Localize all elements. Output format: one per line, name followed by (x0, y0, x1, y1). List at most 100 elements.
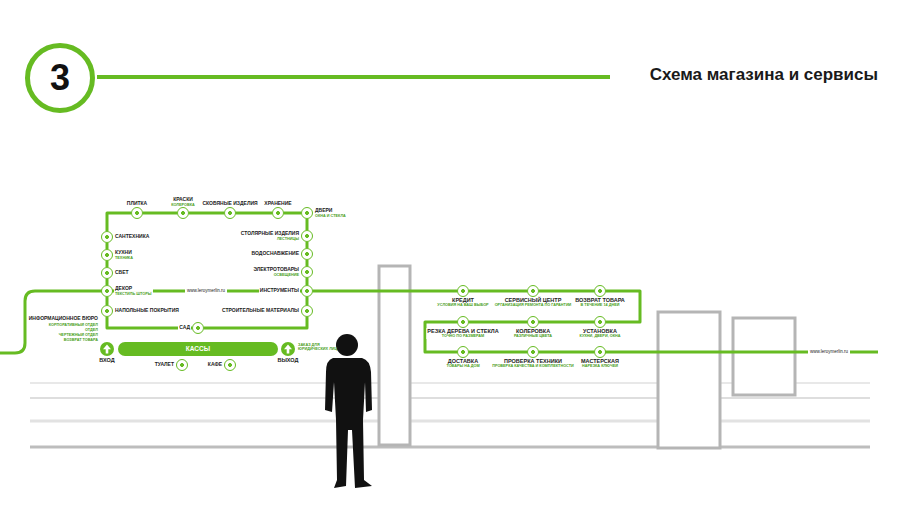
station-circle: УСТАНОВКАКУХНИ, ДВЕРИ, ОКНА (594, 316, 606, 328)
station-circle: КРЕДИТУСЛОВИЯ НА ВАШ ВЫБОР (457, 285, 469, 297)
route-connector (204, 317, 307, 328)
station-name: САД (178, 325, 191, 331)
station-name: ВОДОСНАБЖЕНИЕ (251, 251, 300, 257)
station-subtitle: ОКНА И СТЕКЛА (314, 214, 347, 218)
station-name: ВЫХОД (276, 357, 299, 363)
label-group: ДВЕРИОКНА И СТЕКЛА (314, 208, 347, 218)
route-connector (539, 290, 594, 293)
label-group: ИНСТРУМЕНТЫ (259, 288, 300, 294)
station-name: КАССЫ (186, 345, 210, 352)
route-connector (469, 321, 527, 324)
station-circle: ДОСТАВКАТОВАРЫ НА ДОМ (457, 346, 469, 358)
route-connector (469, 290, 527, 293)
station-subtitle: ОРГАНИЗАЦИЯ РЕМОНТА ПО ГАРАНТИИ (494, 303, 573, 307)
label-group: САНТЕХНИКА (114, 234, 150, 240)
station-name: СТРОИТЕЛЬНЫЕ МАТЕРИАЛЫ (221, 308, 300, 314)
station-circle: САД (192, 322, 204, 334)
label-group: УСТАНОВКАКУХНИ, ДВЕРИ, ОКНА (579, 328, 622, 339)
station-subtitle: ОСВЕЩЕНИЕ (252, 273, 300, 277)
station-circle: ЭЛЕКТРОТОВАРЫОСВЕЩЕНИЕ (301, 266, 313, 278)
text-label: ИНФОРМАЦИОННОЕ БЮРО (29, 316, 98, 322)
label-group: КРАСКИКОЛЕРОВКА (170, 197, 196, 207)
station-circle: НАПОЛЬНЫЕ ПОКРЫТИЯ (101, 305, 113, 317)
route-connector (284, 212, 301, 215)
station-name: ВХОД (98, 357, 115, 363)
station-circle: КАФЕ (224, 359, 236, 371)
label-group: СКОБЯНЫЕ ИЗДЕЛИЯ (201, 201, 258, 207)
label-group: КАССЫ (118, 342, 278, 356)
station-circle: КУХНИТЕХНИКА (101, 249, 113, 261)
station-circle: СЕРВИСНЫЙ ЦЕНТРОРГАНИЗАЦИЯ РЕМОНТА ПО ГА… (527, 285, 539, 297)
station-circle: СВЕТ (101, 267, 113, 279)
text-label: ЗАКАЗ ДЛЯ ЮРИДИЧЕСКИХ ЛИЦ (298, 343, 350, 352)
label-group: ДЕКОРТЕКСТИЛЬ ШТОРЫ (114, 286, 153, 296)
route-connector (236, 212, 272, 215)
station-circle: СКОБЯНЫЕ ИЗДЕЛИЯ (224, 207, 236, 219)
station-subtitle: ЛЕСТНИЦЫ (240, 237, 300, 241)
station-name: ХРАНЕНИЕ (263, 201, 292, 207)
arrow-icon (103, 345, 111, 354)
text-label: www.leroymerlin.ru (185, 288, 227, 293)
person-silhouette (325, 334, 372, 488)
floor-line (30, 397, 870, 399)
station-circle: РЕЗКА ДЕРЕВА И СТЕКЛАТОЧНО ПО РАЗМЕРАМ (457, 316, 469, 328)
label-group: САД (178, 325, 191, 331)
label-group: КУХНИТЕХНИКА (114, 250, 134, 260)
station-circle: СТОЛЯРНЫЕ ИЗДЕЛИЯЛЕСТНИЦЫ (301, 230, 313, 242)
wall-frame (379, 266, 410, 445)
station-subtitle: КУХНИ, ДВЕРИ, ОКНА (579, 334, 622, 338)
station-name: СКОБЯНЫЕ ИЗДЕЛИЯ (201, 201, 258, 207)
label-group: КОЛЕРОВКАРАЗЛИЧНЫЕ ЦВЕТА (513, 328, 553, 339)
label-group: РЕЗКА ДЕРЕВА И СТЕКЛАТОЧНО ПО РАЗМЕРАМ (426, 328, 499, 339)
route-connector (306, 219, 309, 230)
label-group: КАФЕ (207, 362, 223, 368)
route-connector (189, 212, 224, 215)
label-group: НАПОЛЬНЫЕ ПОКРЫТИЯ (114, 308, 180, 314)
floor-line (30, 446, 870, 449)
label-group: ПЛИТКА (126, 201, 148, 207)
route-connector (107, 213, 131, 231)
gate-circle: ВЫХОД (281, 342, 295, 356)
wall-frame (658, 312, 720, 448)
route-connector (143, 212, 177, 215)
route-connector (539, 321, 594, 324)
route-connector (106, 297, 109, 305)
label-group: ВХОД (98, 357, 115, 363)
label-group: СЕРВИСНЫЙ ЦЕНТРОРГАНИЗАЦИЯ РЕМОНТА ПО ГА… (494, 297, 573, 308)
text-label: ЧЕРТЕЖНЫЙ ОТДЕЛ (59, 333, 98, 337)
station-circle: ДВЕРИОКНА И СТЕКЛА (301, 207, 313, 219)
text-label: www.leroymerlin.ru (808, 349, 850, 354)
station-circle: МАСТЕРСКАЯНАРЕЗКА КЛЮЧЕЙ (594, 346, 606, 358)
route-connector (306, 297, 309, 305)
station-name: КАФЕ (207, 362, 223, 368)
label-group: ЭЛЕКТРОТОВАРЫОСВЕЩЕНИЕ (252, 267, 300, 277)
label-group: ПРОВЕРКА ТЕХНИКИПРОВЕРКА КАЧЕСТВА И КОМП… (491, 358, 575, 369)
station-circle: СТРОИТЕЛЬНЫЕ МАТЕРИАЛЫ (301, 305, 313, 317)
label-group: ХРАНЕНИЕ (263, 201, 292, 207)
station-subtitle: ТОВАРЫ НА ДОМ (445, 364, 480, 368)
label-group: ТУАЛЕТ (154, 362, 175, 368)
checkout-bar: КАССЫ (118, 342, 278, 356)
text-label: ВОЗВРАТ ТОВАРА (64, 338, 98, 342)
station-circle: ПЛИТКА (131, 207, 143, 219)
header-line (97, 75, 610, 79)
floor-line (30, 420, 870, 423)
route-connector (306, 278, 309, 285)
arrow-icon (284, 345, 292, 354)
station-circle: ТУАЛЕТ (176, 359, 188, 371)
station-name: ИНСТРУМЕНТЫ (259, 288, 300, 294)
label-group: СТРОИТЕЛЬНЫЕ МАТЕРИАЛЫ (221, 308, 300, 314)
station-name: НАПОЛЬНЫЕ ПОКРЫТИЯ (114, 308, 180, 314)
station-circle: ДЕКОРТЕКСТИЛЬ ШТОРЫ (101, 285, 113, 297)
text-label: ОТДЕЛ (85, 328, 98, 332)
station-name: 3 (50, 60, 70, 96)
label-group: СТОЛЯРНЫЕ ИЗДЕЛИЯЛЕСТНИЦЫ (240, 231, 300, 241)
label-group: ВЫХОД (276, 357, 299, 363)
label-group: ВОЗВРАТ ТОВАРАВ ТЕЧЕНИЕ 14 ДНЕЙ (574, 297, 626, 308)
label-group: МАСТЕРСКАЯНАРЕЗКА КЛЮЧЕЙ (580, 358, 620, 369)
route-connector (469, 351, 527, 354)
station-circle: ХРАНЕНИЕ (272, 207, 284, 219)
diagram-title: Схема магазина и сервисы (650, 65, 878, 85)
station-subtitle: В ТЕЧЕНИЕ 14 ДНЕЙ (574, 303, 626, 307)
